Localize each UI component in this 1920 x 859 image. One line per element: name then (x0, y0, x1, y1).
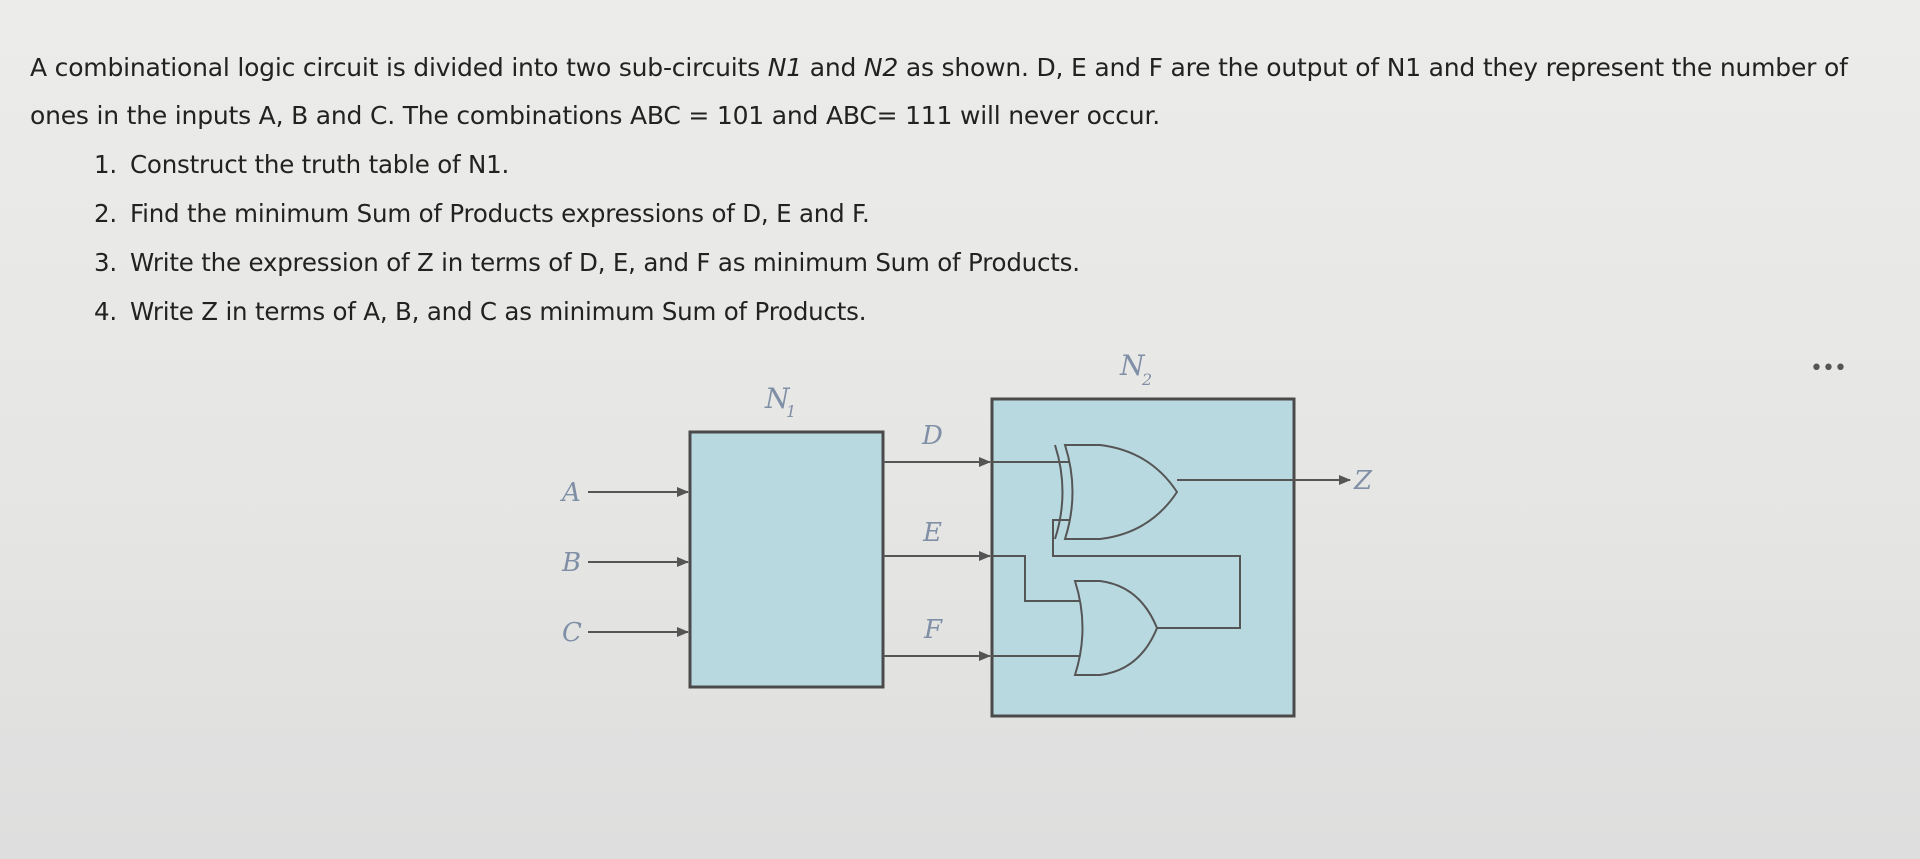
task-item: 2.Find the minimum Sum of Products expre… (94, 199, 870, 228)
task-item: 1.Construct the truth table of N1. (94, 150, 510, 179)
task-item: 3.Write the expression of Z in terms of … (94, 248, 1080, 277)
n2-wiring (992, 461, 1241, 657)
input-c-label: C (562, 618, 582, 648)
input-a-label: A (560, 478, 581, 508)
question-text-block: A combinational logic circuit is divided… (30, 44, 1900, 336)
more-horizontal-icon[interactable]: ••• (1810, 356, 1847, 381)
n2-subscript: 2 (1141, 370, 1152, 389)
output-z-label: Z (1353, 466, 1373, 496)
intro-text-3: as shown. D, E and F are the output of N… (30, 53, 1848, 130)
intro-text-2: and (801, 53, 864, 82)
question-intro: A combinational logic circuit is divided… (30, 44, 1900, 140)
circuit-diagram: N 1 N 2 A B C D E F (520, 345, 1380, 730)
n1-box (688, 430, 885, 689)
n1-subscript: 1 (786, 402, 796, 421)
signal-d-label: D (921, 421, 943, 451)
task-list: 1.Construct the truth table of N1. 2.Fin… (30, 140, 1900, 336)
input-b-label: B (561, 548, 581, 578)
signal-f-label: F (923, 615, 943, 645)
intro-n2-italic: N2 (863, 53, 899, 82)
task-item: 4.Write Z in terms of A, B, and C as min… (94, 297, 867, 326)
n2-box (990, 397, 1296, 718)
intro-n1-italic: N1 (767, 53, 802, 82)
signal-e-label: E (922, 518, 942, 548)
or-gate-icon (1073, 580, 1159, 676)
n2-label: N (1119, 349, 1146, 382)
xor-gate-icon (1054, 444, 1179, 540)
n1-label: N (764, 382, 791, 415)
intro-text-1: A combinational logic circuit is divided… (30, 53, 768, 82)
